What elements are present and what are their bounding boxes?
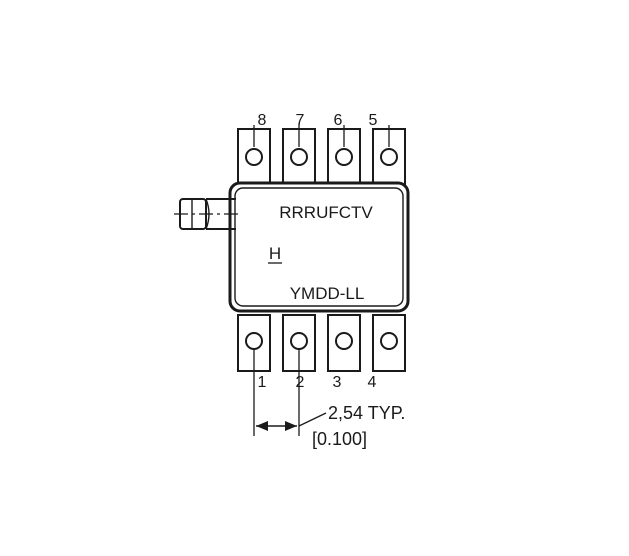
- pin-label-3: 3: [333, 374, 342, 391]
- marking-line-2: H: [269, 244, 281, 263]
- marking-line-3: YMDD-LL: [290, 284, 365, 303]
- pin-label-7: 7: [296, 112, 305, 129]
- pitch-metric-label: 2,54 TYP.: [328, 403, 405, 423]
- pin-label-2: 2: [296, 374, 305, 391]
- pitch-imperial-label: [0.100]: [312, 429, 367, 449]
- pitch-dimension: [253, 349, 327, 436]
- top-pin-row: [237, 125, 406, 186]
- pin-label-4: 4: [368, 374, 377, 391]
- marking-line-1: RRRUFCTV: [279, 203, 373, 222]
- pin-label-6: 6: [334, 112, 343, 129]
- pin-label-5: 5: [369, 112, 378, 129]
- package-body: [228, 181, 410, 313]
- bottom-pin-row: [237, 314, 406, 372]
- pin-label-8: 8: [258, 112, 267, 129]
- pin-3: [327, 314, 361, 372]
- pin-label-1: 1: [258, 374, 267, 391]
- pin-4: [372, 314, 406, 372]
- pressure-port: [174, 198, 242, 230]
